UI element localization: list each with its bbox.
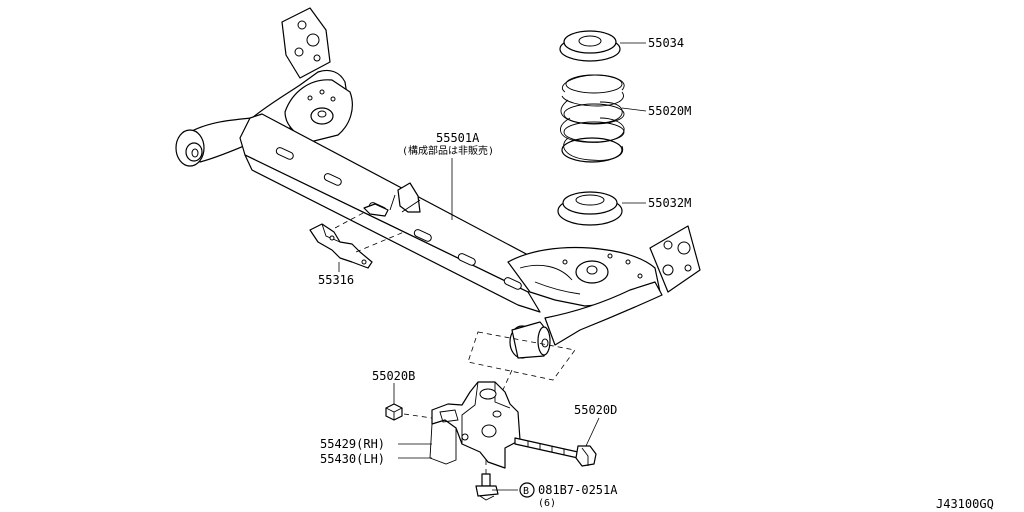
label-bolt-code: 081B7-0251A (538, 483, 618, 497)
bolt-symbol-circle (519, 482, 535, 498)
bolt-symbol-letter: B (523, 486, 529, 497)
label-55430-lh: 55430(LH) (320, 452, 385, 466)
figure-id: J43100GQ (936, 497, 994, 511)
label-55316: 55316 (318, 273, 354, 287)
upper-seat-55034 (559, 30, 621, 62)
bracket-55316 (309, 211, 405, 269)
axle-beam-assembly (175, 7, 701, 359)
nut-55020B (385, 403, 433, 421)
label-bolt-qty: (6) (538, 498, 556, 509)
label-55034: 55034 (648, 36, 684, 50)
label-55020M: 55020M (648, 104, 691, 118)
coil-spring-55020M (560, 74, 625, 163)
label-55020D: 55020D (574, 403, 617, 417)
label-55020B: 55020B (372, 369, 415, 383)
bolt-081B7-0251A (475, 460, 499, 501)
spring-stack (557, 30, 625, 226)
leader-lines (338, 42, 647, 491)
label-55501A-note: (構成部品は非販売) (402, 144, 494, 157)
bolt-55020D (514, 437, 597, 467)
callout-labels: 55034 55020M 55032M 55501A (構成部品は非販売) 55… (318, 36, 994, 511)
label-55032M: 55032M (648, 196, 691, 210)
lower-bracket-55429-55430 (429, 331, 576, 469)
label-55501A: 55501A (436, 131, 480, 145)
lower-seat-55032M (557, 191, 623, 226)
label-55429-rh: 55429(RH) (320, 437, 385, 451)
